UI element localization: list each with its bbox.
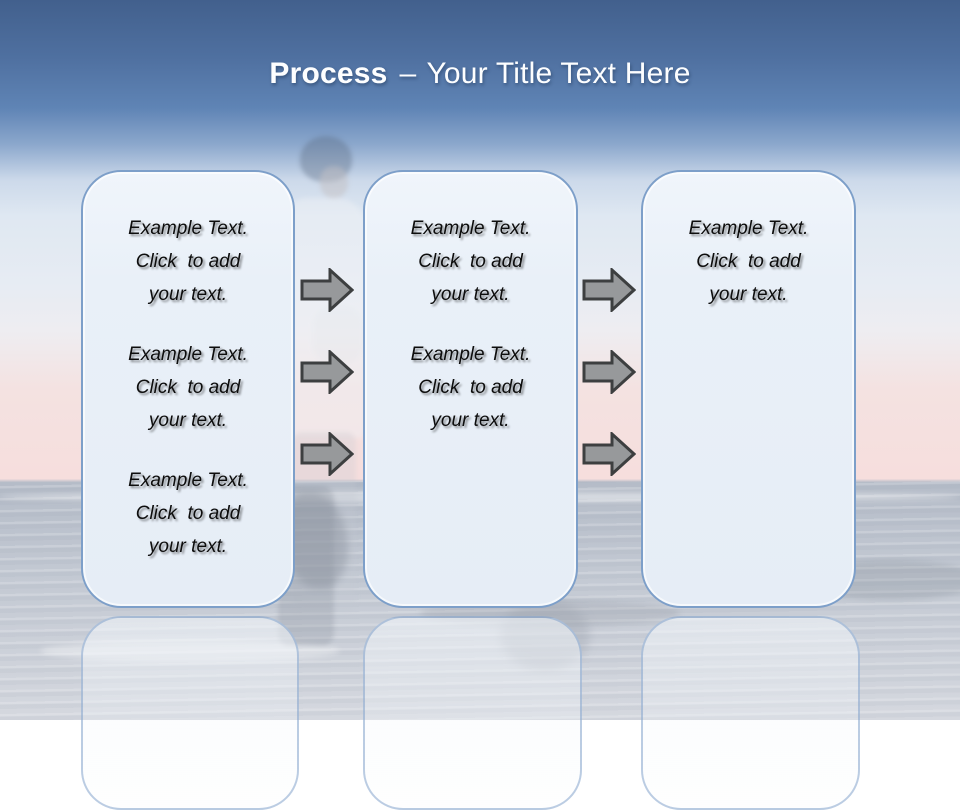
text-placeholder[interactable]: Example Text. Click to add your text. — [410, 218, 531, 305]
text-placeholder[interactable]: Example Text. Click to add your text. — [128, 344, 248, 431]
arrow-right-icon — [300, 350, 354, 394]
title-lead: Process — [269, 57, 388, 90]
process-card-step-3[interactable]: Example Text. Click to add your text. — [641, 170, 856, 608]
card-reflection-step-1 — [81, 616, 299, 810]
title-rest: Your Title Text Here — [426, 57, 691, 90]
arrow-right-icon — [300, 432, 354, 476]
arrow-right-icon — [582, 350, 636, 394]
slide-title[interactable]: Process–Your Title Text Here — [0, 54, 960, 94]
text-placeholder[interactable]: Example Text. Click to add your text. — [128, 218, 248, 305]
card-reflection-step-2 — [363, 616, 582, 810]
process-card-step-1[interactable]: Example Text. Click to add your text. Ex… — [81, 170, 295, 608]
child-hair — [300, 136, 352, 182]
child-face — [320, 166, 348, 198]
text-placeholder[interactable]: Example Text. Click to add your text. — [128, 470, 248, 557]
text-placeholder[interactable]: Example Text. Click to add your text. — [410, 344, 531, 431]
process-card-step-2[interactable]: Example Text. Click to add your text. Ex… — [363, 170, 578, 608]
child-shirt — [282, 198, 366, 438]
arrow-right-icon — [582, 268, 636, 312]
title-dash: – — [399, 57, 417, 90]
text-placeholder[interactable]: Example Text. Click to add your text. — [688, 218, 809, 305]
card-reflection-step-3 — [641, 616, 860, 810]
child-arm — [312, 306, 364, 364]
arrow-right-icon — [300, 268, 354, 312]
arrow-right-icon — [582, 432, 636, 476]
